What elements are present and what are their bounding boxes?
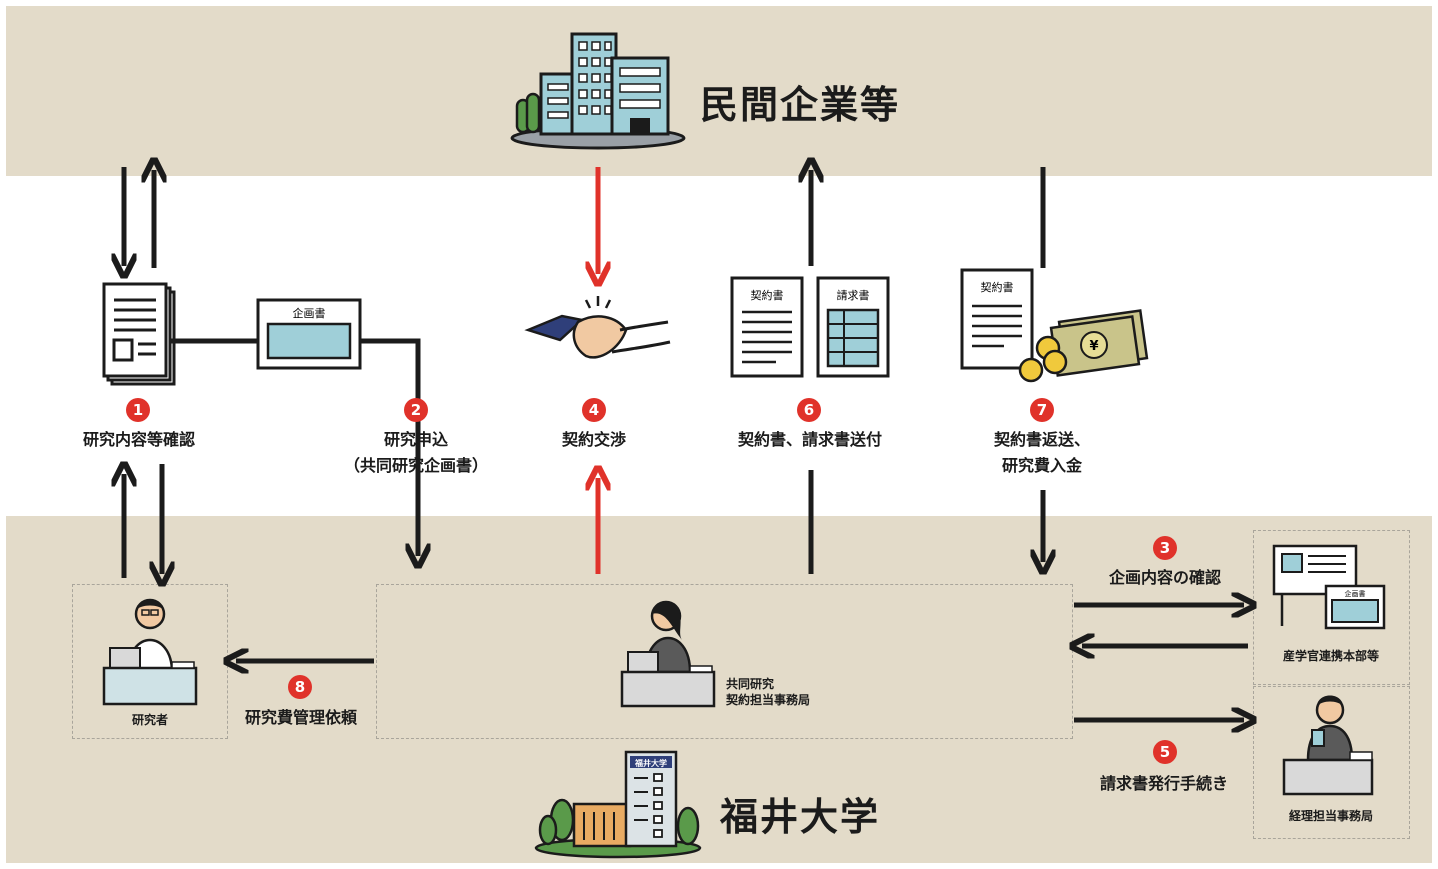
money-icon: ¥ bbox=[1018, 309, 1149, 383]
accounting-box bbox=[1253, 686, 1410, 839]
plan-sheet-title: 企画書 bbox=[293, 306, 326, 320]
step-2-badge: 2 bbox=[404, 398, 428, 422]
step-3-badge: 3 bbox=[1153, 536, 1177, 560]
arrow-application-down bbox=[359, 338, 418, 556]
step-5-badge: 5 bbox=[1153, 740, 1177, 764]
svg-text:¥: ¥ bbox=[1089, 339, 1098, 354]
plan-sheet-icon: 企画書 bbox=[256, 298, 362, 370]
step-4-badge: 4 bbox=[582, 398, 606, 422]
step-3-label: 企画内容の確認 bbox=[1108, 568, 1221, 587]
step-6-badge: 6 bbox=[797, 398, 821, 422]
university-building-icon: 福井大学 bbox=[534, 750, 702, 859]
step-7-badge: 7 bbox=[1030, 398, 1054, 422]
researcher-label: 研究者 bbox=[131, 713, 168, 727]
researcher-icon bbox=[102, 598, 198, 706]
contract-icon: 契約書 bbox=[730, 276, 804, 378]
invoice-title: 請求書 bbox=[837, 288, 870, 302]
accountant-icon bbox=[1282, 695, 1374, 796]
step-8-label: 研究費管理依頼 bbox=[244, 708, 357, 727]
step-7-label: 契約書返送、 bbox=[993, 430, 1090, 449]
contract-title: 契約書 bbox=[751, 288, 784, 302]
industry-dept-label: 産学官連携本部等 bbox=[1282, 649, 1379, 663]
handshake-icon bbox=[524, 296, 671, 359]
companies-title: 民間企業等 bbox=[700, 83, 901, 127]
step-7-sublabel: 研究費入金 bbox=[1001, 456, 1082, 475]
university-title: 福井大学 bbox=[720, 795, 881, 839]
companies-band bbox=[6, 6, 1432, 176]
university-band bbox=[6, 516, 1432, 863]
step-6-label: 契約書、請求書送付 bbox=[737, 430, 882, 449]
office-box bbox=[376, 584, 1073, 739]
staff-icon bbox=[620, 600, 716, 708]
office-label-line1: 共同研究 bbox=[726, 677, 775, 691]
office-label-line2: 契約担当事務局 bbox=[726, 693, 811, 707]
step-2-sublabel: （共同研究企画書） bbox=[343, 456, 488, 475]
whiteboard-plan-title: 企画書 bbox=[1345, 589, 1366, 598]
step-2-label: 研究申込 bbox=[383, 430, 448, 449]
step-1-label: 研究内容等確認 bbox=[82, 430, 195, 449]
office-building-icon bbox=[510, 32, 686, 150]
step-5-label: 請求書発行手続き bbox=[1099, 774, 1228, 793]
invoice-icon: 請求書 bbox=[816, 276, 890, 378]
step-1-badge: 1 bbox=[126, 398, 150, 422]
contract-return-icon: 契約書 bbox=[960, 268, 1034, 370]
contract-return-title: 契約書 bbox=[981, 280, 1014, 294]
document-icon bbox=[102, 282, 176, 386]
whiteboard-icon: 企画書 bbox=[1272, 544, 1386, 630]
step-8-badge: 8 bbox=[288, 675, 312, 699]
accounting-label: 経理担当事務局 bbox=[1288, 809, 1373, 823]
university-building-sign: 福井大学 bbox=[634, 758, 667, 768]
step-4-label: 契約交渉 bbox=[561, 430, 626, 449]
